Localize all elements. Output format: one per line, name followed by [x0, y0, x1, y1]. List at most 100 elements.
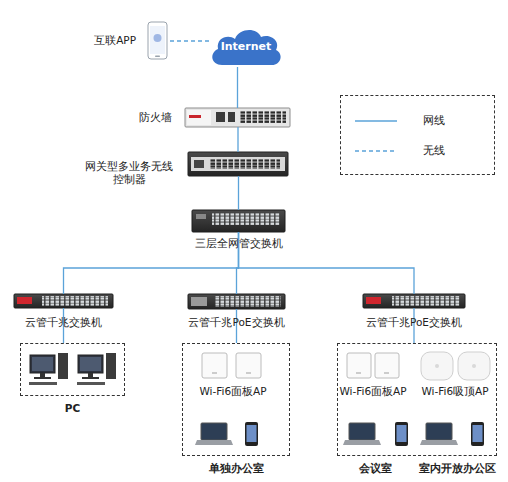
phone-icon: [154, 34, 162, 42]
desktop-pc-icon: [40, 373, 45, 377]
cloud-switch-device: [17, 297, 32, 304]
ceiling-ap-icon: [458, 352, 490, 380]
node-label: Wi-Fi6面板AP: [324, 385, 422, 398]
panel-ap-icon: [212, 372, 217, 374]
node-label: 云管千兆交换机: [4, 316, 123, 329]
firewall-device: [240, 111, 286, 123]
phone-icon: [148, 22, 167, 59]
wireless-link: [170, 40, 211, 41]
node-label: 云管千兆PoE交换机: [343, 316, 485, 329]
laptop-icon: [349, 423, 375, 440]
poe-switch-device: [366, 297, 381, 304]
cable-link: [238, 176, 239, 210]
mobile-phone-icon: [247, 425, 257, 442]
node-label: 互联APP: [78, 34, 136, 47]
node-label: Internet: [208, 40, 284, 53]
desktop-pc-icon: [88, 373, 93, 377]
firewall-device: [185, 108, 290, 127]
desktop-pc-icon: [78, 355, 103, 373]
ceiling-ap-icon: [435, 364, 439, 368]
laptop-icon: [343, 440, 381, 445]
laptop-icon: [195, 440, 233, 445]
legend-line: [355, 150, 397, 151]
poe-switch-device: [188, 294, 285, 309]
core-switch-node: 三层全网管交换机: [192, 210, 285, 232]
firewall-device: [216, 112, 225, 122]
panel-ap-node: Wi-Fi6面板AP: [198, 350, 268, 382]
mobile-phone-icon: [395, 422, 408, 446]
internet-cloud: Internet: [208, 25, 284, 67]
controller-device: [191, 157, 285, 171]
ceiling-ap-icon: [421, 352, 490, 380]
core-switch-device: [212, 213, 280, 225]
firewall-device: [187, 110, 211, 125]
desktop-pc-icon: [77, 353, 116, 385]
controller-device: [188, 152, 288, 176]
poe-switch-device: [191, 297, 207, 306]
panel-ap-icon: [384, 372, 389, 374]
mobile-phone-icon: [471, 422, 484, 446]
phone-icon: [150, 26, 165, 54]
mobile-phone-icon: [245, 422, 258, 446]
node-label: 防火墙: [110, 111, 172, 124]
cable-link: [237, 127, 238, 152]
panel-ap-icon: [375, 353, 399, 378]
desktop-pc-icon: [77, 382, 105, 385]
mobile-phone-icon: [471, 422, 484, 446]
desktop-pc-icon: [106, 353, 116, 379]
cable-link: [237, 67, 238, 108]
node-label: Wi-Fi6面板AP: [183, 385, 283, 398]
ceiling-ap-icon: [472, 364, 476, 368]
core-switch-device: [192, 210, 285, 232]
cloud-switch-device: [14, 294, 113, 308]
firewall-node: 防火墙: [185, 108, 290, 127]
cloud-switch-device: [14, 294, 113, 308]
desktop-pc-icon: [34, 377, 51, 379]
legend-text: 网线: [423, 114, 445, 127]
poe-switch-node: 云管千兆PoE交换机: [363, 294, 465, 308]
office-group: 单独办公室Wi-Fi6面板AP: [182, 343, 290, 456]
controller-node: 网关型多业务无线 控制器: [188, 152, 288, 176]
panel-ap-icon: [347, 353, 399, 378]
poe-switch-device: [392, 296, 460, 306]
desktop-pc-icon: [80, 357, 101, 371]
poe-switch-device: [215, 296, 281, 307]
controller-device: [194, 160, 204, 168]
legend-entry: 网线: [355, 114, 485, 128]
desktop-pc-icon: [29, 382, 57, 385]
phone-icon: [155, 56, 160, 58]
phone-icon: [148, 22, 167, 59]
firewall-device: [228, 112, 235, 122]
meeting-office-group: 会议室室内开放办公区Wi-Fi6面板APWi-Fi6吸顶AP: [337, 343, 497, 456]
ceiling-ap-icon: [421, 352, 453, 380]
laptop-icon: [420, 423, 458, 445]
ceiling-ap-node: Wi-Fi6吸顶AP: [418, 350, 492, 382]
laptop-icon: [420, 440, 458, 445]
legend-entry: 无线: [355, 144, 485, 158]
poe-switch-device: [188, 294, 285, 309]
desktop-pc-icon: [58, 353, 68, 379]
desktop-pc-icon: [32, 357, 53, 371]
node-label: 室内开放办公区: [415, 462, 499, 475]
desktop-pc-icon: [29, 353, 68, 385]
controller-device: [188, 152, 288, 176]
panel-ap-icon: [347, 353, 371, 378]
laptop-icon: [201, 423, 227, 440]
panel-ap-node: Wi-Fi6面板AP: [344, 350, 402, 382]
legend-line: [355, 120, 397, 121]
panel-ap-icon: [202, 353, 261, 378]
node-label: 云管千兆PoE交换机: [168, 316, 305, 329]
firewall-device: [189, 115, 201, 118]
node-label: 会议室: [337, 462, 413, 475]
mobile-phone-icon: [245, 422, 258, 446]
panel-ap-icon: [246, 372, 251, 374]
legend-text: 无线: [423, 144, 445, 157]
node-label: 网关型多业务无线 控制器: [85, 160, 173, 186]
node-label: 单独办公室: [182, 462, 290, 475]
node-label: Wi-Fi6吸顶AP: [404, 385, 506, 398]
legend-box: 网线无线: [340, 95, 495, 175]
node-label: 三层全网管交换机: [182, 237, 295, 250]
panel-ap-icon: [236, 353, 261, 378]
mobile-phone-icon: [473, 425, 483, 442]
desktop-pc-icon: [82, 377, 99, 379]
